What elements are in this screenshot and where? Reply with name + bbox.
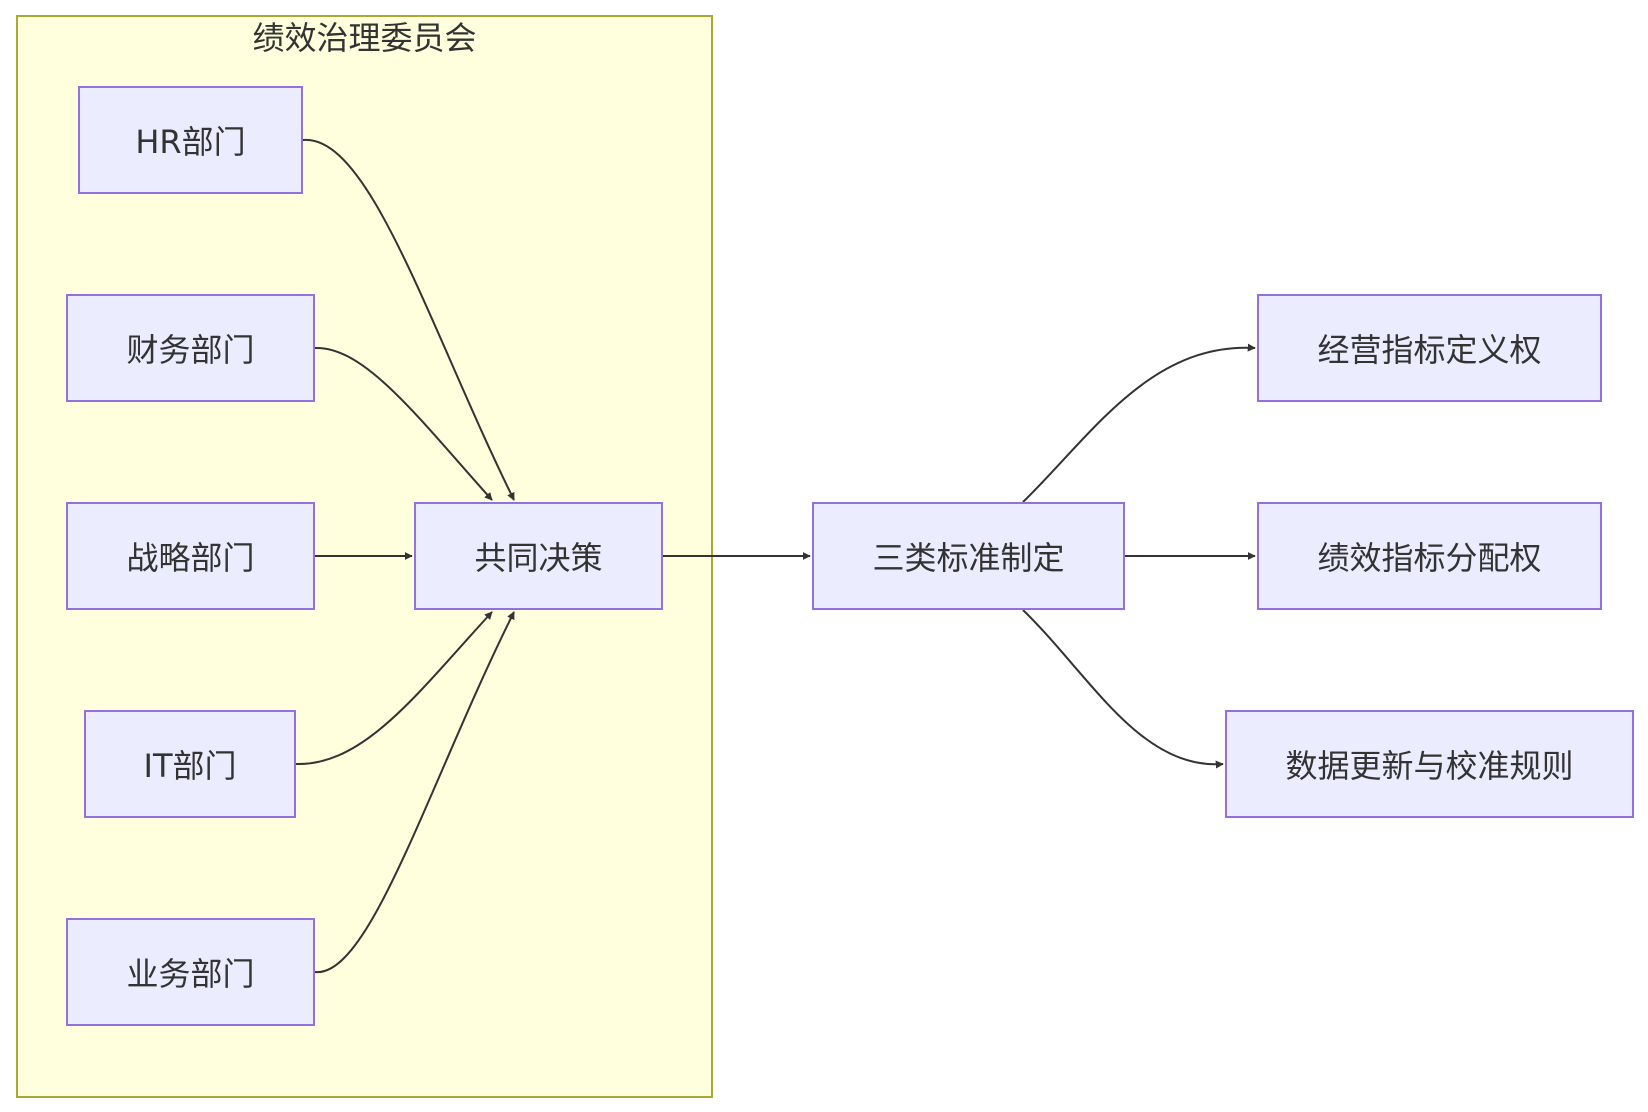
edge-three-standards-to-data-rules (1022, 609, 1224, 769)
node-hr-department: HR部门 (78, 86, 303, 194)
node-finance-department: 财务部门 (66, 294, 315, 402)
node-data-update-calibration-rules: 数据更新与校准规则 (1225, 710, 1634, 818)
edge-finance-to-joint-decision (314, 346, 493, 501)
edge-business-to-joint-decision (314, 611, 515, 974)
node-performance-indicator-allocation: 绩效指标分配权 (1257, 502, 1602, 610)
node-operating-indicator-definition: 经营指标定义权 (1257, 294, 1602, 402)
cluster-title: 绩效治理委员会 (252, 19, 477, 57)
node-strategy-department: 战略部门 (66, 502, 315, 610)
node-it-department: IT部门 (84, 710, 296, 818)
edge-three-standards-to-operating-indicator (1022, 343, 1256, 503)
edge-hr-to-joint-decision (302, 138, 515, 501)
node-three-standards: 三类标准制定 (812, 502, 1125, 610)
edge-it-to-joint-decision (295, 611, 493, 766)
node-joint-decision: 共同决策 (414, 502, 663, 610)
node-business-department: 业务部门 (66, 918, 315, 1026)
